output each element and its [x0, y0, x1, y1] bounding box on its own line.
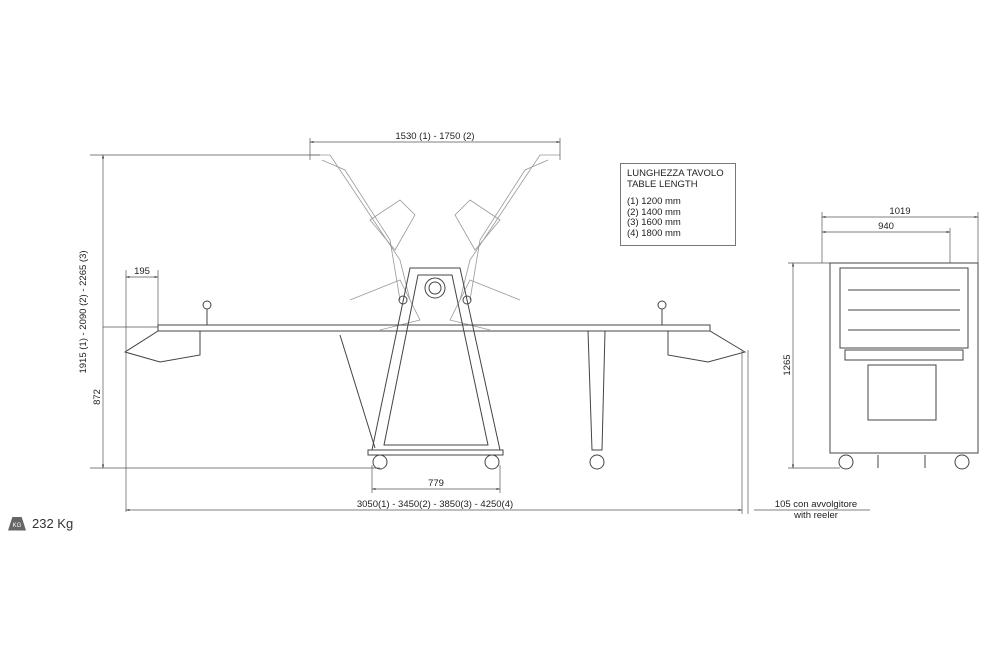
- dim-table-height: 872: [92, 389, 103, 405]
- dimension-lines: [90, 138, 979, 514]
- legend-item: (2) 1400 mm: [627, 206, 681, 218]
- dim-total-height: 1915 (1) - 2090 (2) - 2265 (3): [78, 250, 89, 373]
- dim-side-outer: 1019: [889, 206, 910, 217]
- dim-arm-span: 1530 (1) - 1750 (2): [395, 131, 474, 142]
- side-view: [829, 262, 979, 470]
- dim-total-length: 3050(1) - 3450(2) - 3850(3) - 4250(4): [357, 499, 513, 510]
- legend-item: (3) 1600 mm: [627, 217, 681, 228]
- legend-item: (1) 1200 mm: [627, 196, 681, 207]
- dim-side-inner: 940: [878, 221, 894, 232]
- weight-value: 232 Kg: [32, 516, 74, 531]
- weight-info: KG 232 Kg: [8, 516, 73, 531]
- conveyor-table: [123, 300, 747, 470]
- dim-side-height: 1265: [782, 354, 793, 375]
- dim-reeler-2: with reeler: [793, 510, 838, 521]
- legend-item: (4) 1800 mm: [627, 227, 681, 239]
- dim-base-width: 779: [428, 478, 444, 489]
- legend-title-it: LUNGHEZZA TAVOLO: [627, 168, 724, 179]
- machine-frame: [367, 267, 504, 470]
- raised-arms-ghost: [310, 154, 560, 331]
- table-length-legend: LUNGHEZZA TAVOLO TABLE LENGTH (1) 1200 m…: [620, 163, 736, 246]
- dim-reeler-1: 105 con avvolgitore: [775, 499, 857, 510]
- legend-title-en: TABLE LENGTH: [627, 178, 698, 190]
- weight-kg-icon: KG: [8, 516, 26, 531]
- dim-table-end: 195: [134, 266, 150, 277]
